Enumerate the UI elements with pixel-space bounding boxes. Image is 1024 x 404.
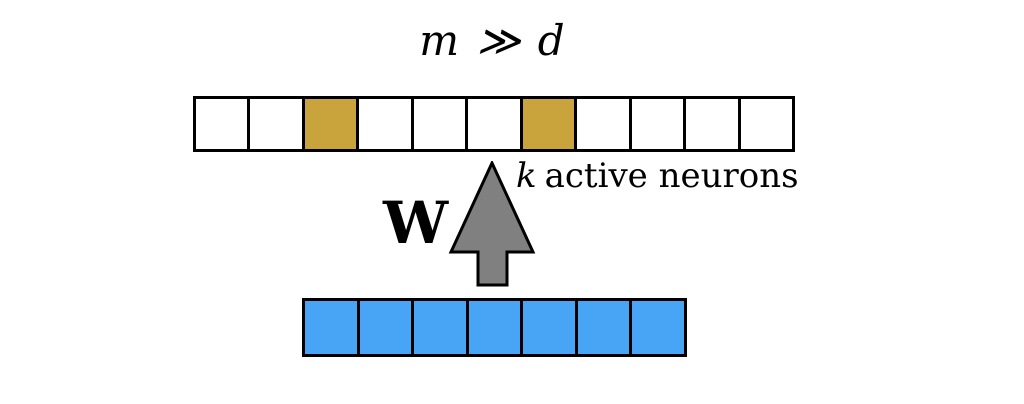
input-cell-filled bbox=[305, 301, 360, 354]
input-cell-filled bbox=[468, 301, 524, 354]
hidden-layer-row bbox=[193, 96, 795, 152]
hidden-neuron-cell-inactive bbox=[359, 99, 414, 149]
input-cell-filled bbox=[632, 301, 685, 354]
hidden-neuron-cell-inactive bbox=[196, 99, 251, 149]
hidden-neuron-cell-inactive bbox=[413, 99, 469, 149]
hidden-neuron-cell-active bbox=[304, 99, 360, 149]
k-variable: k bbox=[516, 156, 537, 196]
hidden-neuron-cell-inactive bbox=[468, 99, 523, 149]
input-cell-filled bbox=[359, 301, 415, 354]
weight-matrix-label: W bbox=[383, 189, 449, 257]
active-neurons-text: active neurons bbox=[544, 156, 799, 196]
hidden-neuron-cell-inactive bbox=[250, 99, 305, 149]
input-cell-filled bbox=[577, 301, 633, 354]
input-cell-filled bbox=[523, 301, 578, 354]
input-layer-row bbox=[302, 298, 687, 357]
input-cell-filled bbox=[414, 301, 469, 354]
dimension-formula: m ≫ d bbox=[419, 16, 567, 65]
hidden-neuron-cell-active bbox=[522, 99, 578, 149]
hidden-neuron-cell-inactive bbox=[577, 99, 632, 149]
hidden-neuron-cell-inactive bbox=[740, 99, 792, 149]
hidden-neuron-cell-inactive bbox=[631, 99, 687, 149]
hidden-neuron-cell-inactive bbox=[686, 99, 741, 149]
up-arrow-icon bbox=[448, 161, 536, 287]
